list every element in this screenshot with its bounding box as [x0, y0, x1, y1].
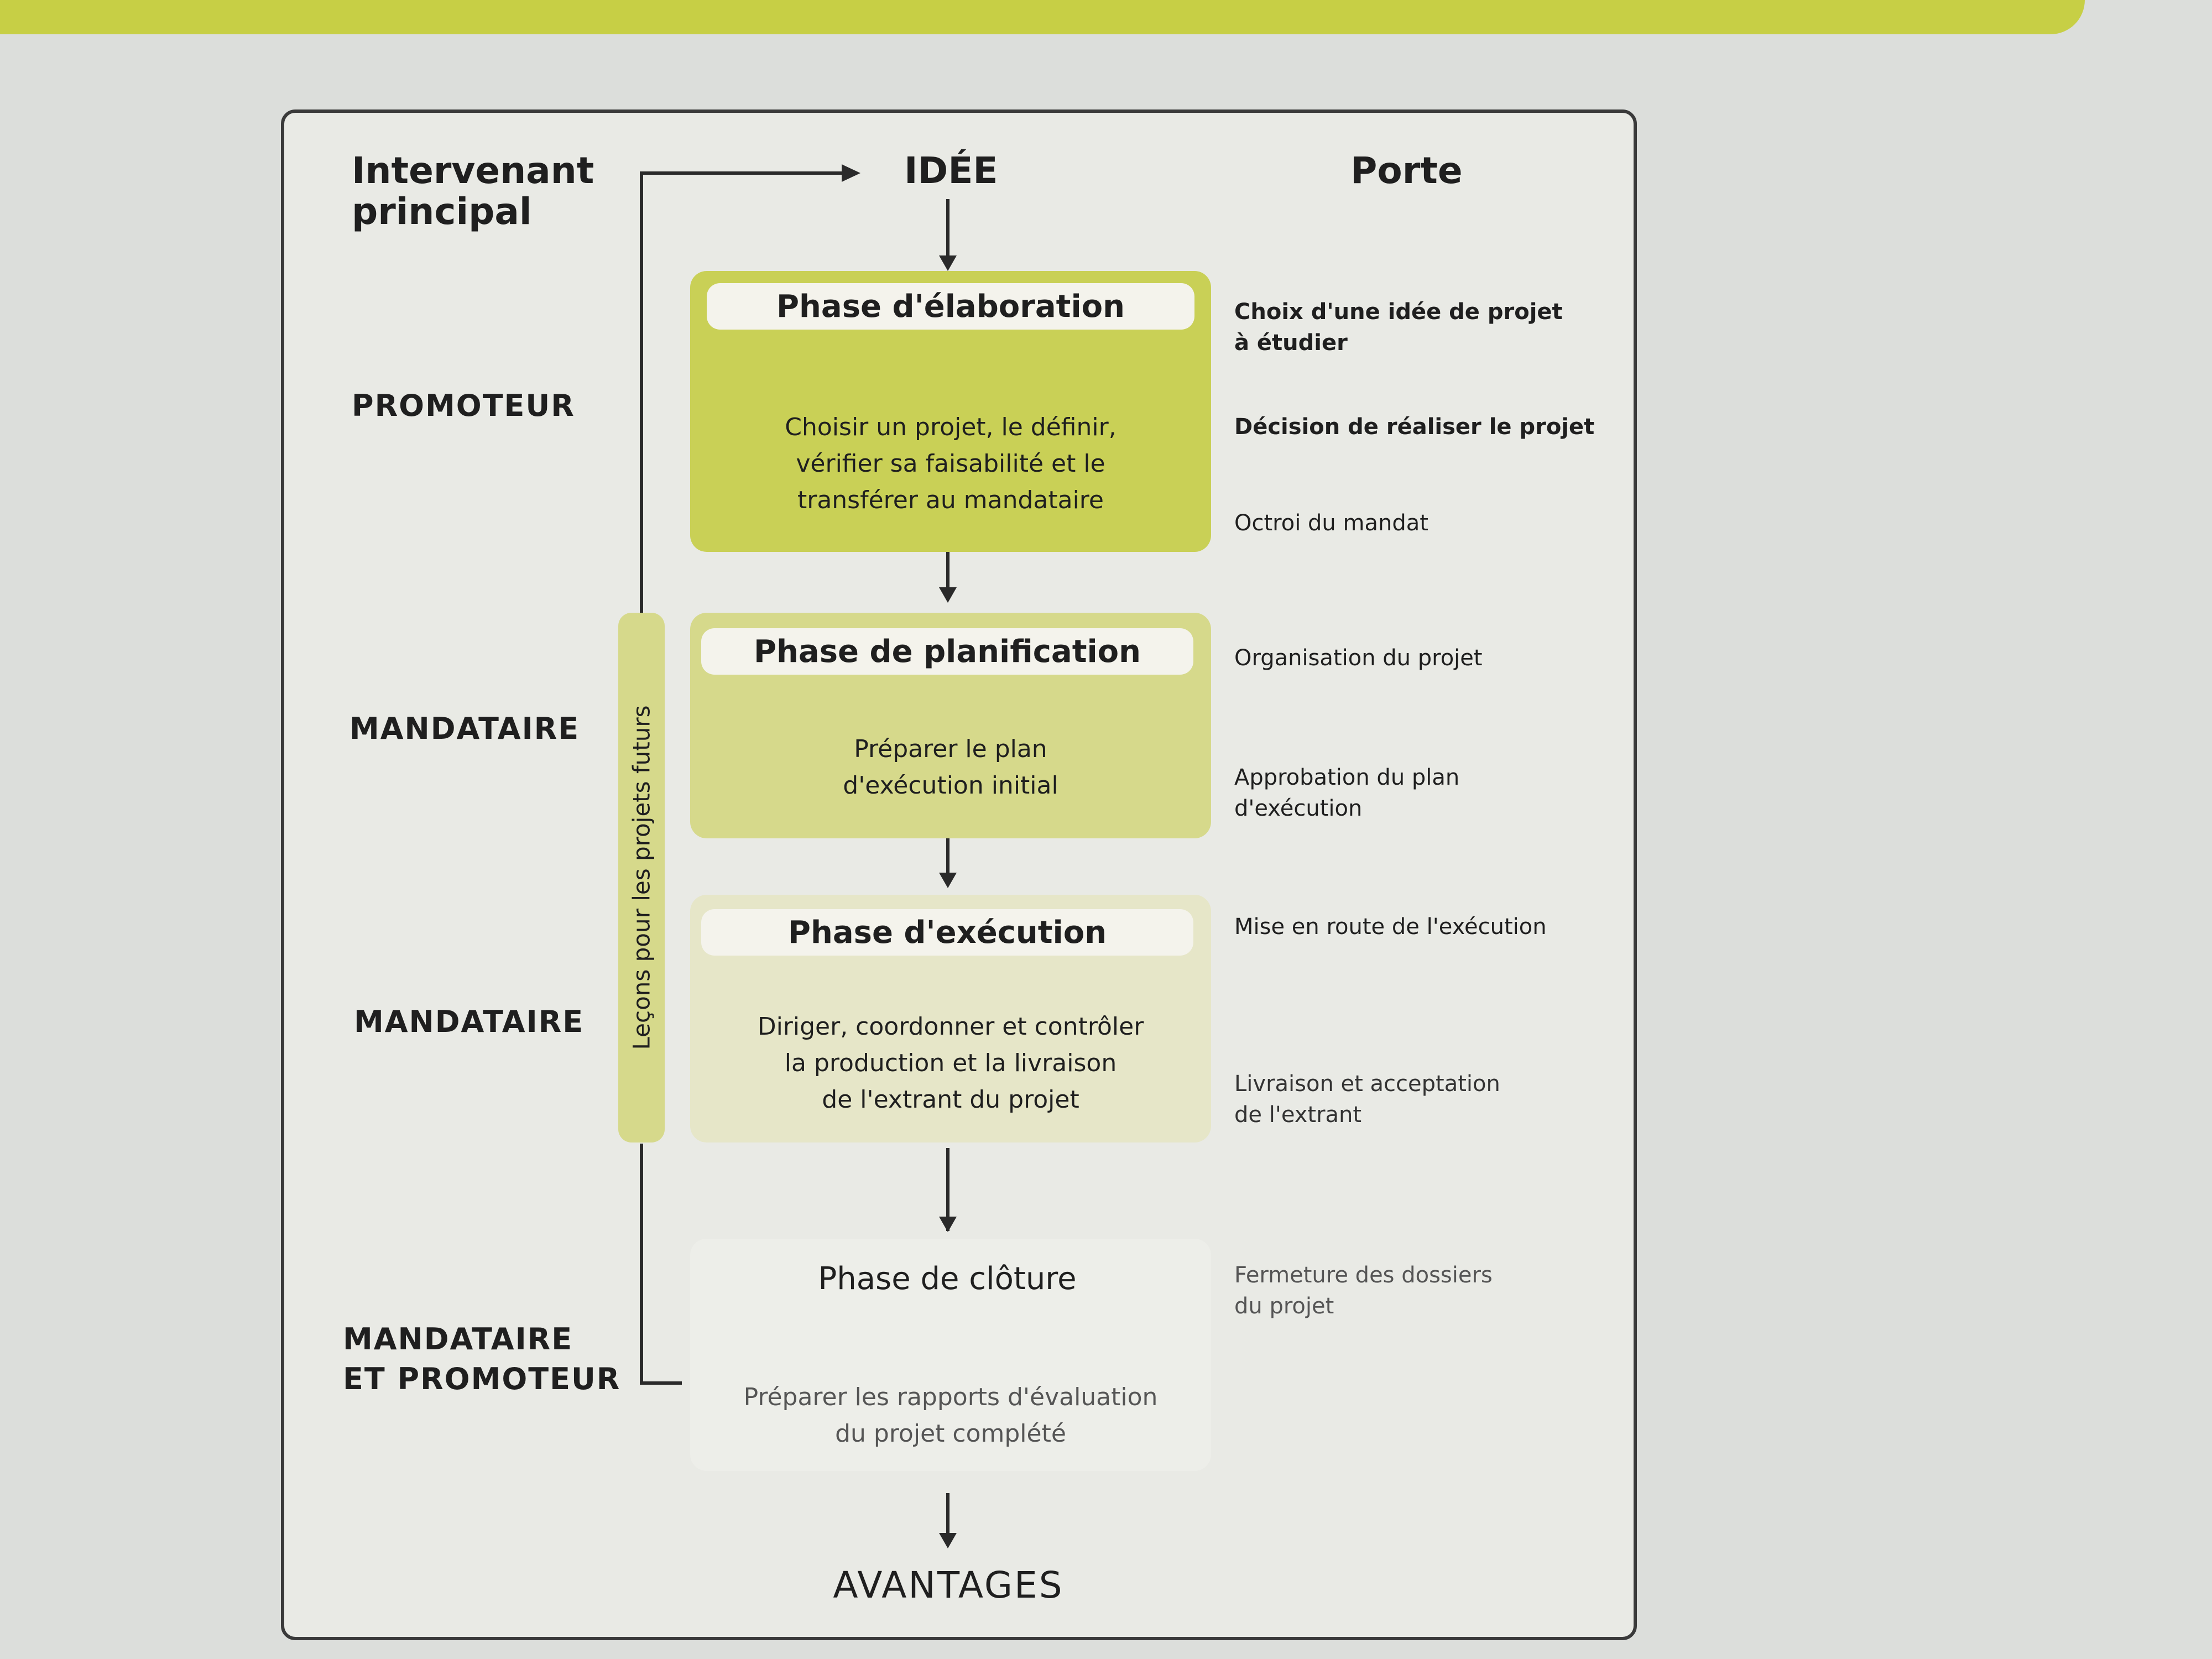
phase-cloture-desc-line2: du projet complété	[835, 1420, 1066, 1448]
phase-execution-desc-line1: Diriger, coordonner et contrôler	[757, 1013, 1144, 1041]
feedback-bottom-stub	[640, 1381, 682, 1385]
role-mp-line1: MANDATAIRE	[343, 1322, 573, 1357]
gate-mise-en-route: Mise en route de l'exécution	[1234, 914, 1547, 940]
phase-cloture-description: Préparer les rapports d'évaluation du pr…	[707, 1379, 1194, 1452]
gate-choix-idee: Choix d'une idée de projet à étudier	[1234, 296, 1563, 358]
phase-planification-desc-line1: Préparer le plan	[854, 735, 1047, 763]
gate-livraison-line2: de l'extrant	[1234, 1102, 1362, 1128]
feedback-lower-line	[640, 1144, 643, 1385]
gate-choix-idee-line1: Choix d'une idée de projet	[1234, 299, 1563, 325]
arrow-phase1-to-phase2-line	[946, 552, 950, 591]
lecons-label: Leçons pour les projets futurs	[628, 705, 655, 1050]
phase-cloture-desc-line1: Préparer les rapports d'évaluation	[743, 1383, 1158, 1411]
role-mp-line2: ET PROMOTEUR	[343, 1361, 621, 1396]
lecons-box: Leçons pour les projets futurs	[618, 613, 665, 1142]
gate-octroi-mandat: Octroi du mandat	[1234, 510, 1428, 536]
feedback-horizontal-line	[640, 171, 844, 175]
arrow-down-icon	[939, 587, 957, 603]
phase-elaboration-desc-line2: vérifier sa faisabilité et le	[796, 450, 1105, 478]
gate-choix-idee-line2: à étudier	[1234, 330, 1348, 356]
role-mandataire-et-promoteur: MANDATAIRE ET PROMOTEUR	[343, 1319, 620, 1399]
phase-elaboration-desc-line1: Choisir un projet, le définir,	[785, 413, 1117, 441]
gate-approbation-plan-line1: Approbation du plan	[1234, 765, 1460, 790]
arrow-down-icon	[939, 1533, 957, 1548]
header-porte: Porte	[1350, 149, 1463, 192]
feedback-vertical-line	[640, 171, 643, 614]
header-intervenant-line1: Intervenant	[352, 149, 594, 192]
gate-livraison-acceptation: Livraison et acceptation de l'extrant	[1234, 1068, 1500, 1130]
phase-execution-description: Diriger, coordonner et contrôler la prod…	[707, 1009, 1194, 1118]
arrow-phase4-to-avantages-line	[946, 1493, 950, 1537]
avantages-label: AVANTAGES	[833, 1564, 1064, 1606]
phase-planification-description: Préparer le plan d'exécution initial	[707, 731, 1194, 804]
phase-cloture-box	[690, 1239, 1211, 1471]
phase-planification-desc-line2: d'exécution initial	[843, 771, 1058, 800]
arrow-idee-to-phase1-line	[946, 199, 950, 260]
phase-elaboration-title: Phase d'élaboration	[707, 283, 1194, 330]
gate-fermeture-dossiers: Fermeture des dossiers du projet	[1234, 1260, 1493, 1322]
phase-execution-desc-line3: de l'extrant du projet	[822, 1086, 1079, 1114]
arrow-down-icon	[939, 1217, 957, 1232]
role-mandataire-planification: MANDATAIRE	[349, 711, 580, 746]
arrow-phase2-to-phase3-line	[946, 838, 950, 877]
arrow-down-icon	[939, 873, 957, 888]
phase-elaboration-desc-line3: transférer au mandataire	[797, 486, 1104, 514]
role-promoteur: PROMOTEUR	[352, 388, 575, 423]
phase-cloture-title: Phase de clôture	[818, 1260, 1077, 1297]
gate-organisation-projet: Organisation du projet	[1234, 645, 1483, 671]
gate-livraison-line1: Livraison et acceptation	[1234, 1071, 1500, 1097]
phase-elaboration-description: Choisir un projet, le définir, vérifier …	[707, 409, 1194, 519]
phase-planification-title: Phase de planification	[701, 628, 1193, 675]
gate-fermeture-line1: Fermeture des dossiers	[1234, 1262, 1493, 1288]
arrow-down-icon	[939, 255, 957, 271]
header-idee: IDÉE	[904, 149, 998, 192]
header-intervenant: Intervenant principal	[352, 150, 594, 232]
arrow-phase3-to-phase4-line	[946, 1148, 950, 1231]
phase-execution-title: Phase d'exécution	[701, 909, 1193, 956]
gate-fermeture-line2: du projet	[1234, 1293, 1334, 1319]
feedback-arrowhead-icon	[842, 164, 860, 182]
phase-execution-desc-line2: la production et la livraison	[784, 1049, 1117, 1077]
gate-approbation-plan-line2: d'exécution	[1234, 796, 1363, 821]
header-intervenant-line2: principal	[352, 190, 532, 233]
top-accent-bar	[0, 0, 2085, 34]
role-mandataire-execution: MANDATAIRE	[354, 1004, 585, 1039]
gate-decision-realiser: Décision de réaliser le projet	[1234, 414, 1595, 440]
gate-approbation-plan: Approbation du plan d'exécution	[1234, 762, 1459, 824]
